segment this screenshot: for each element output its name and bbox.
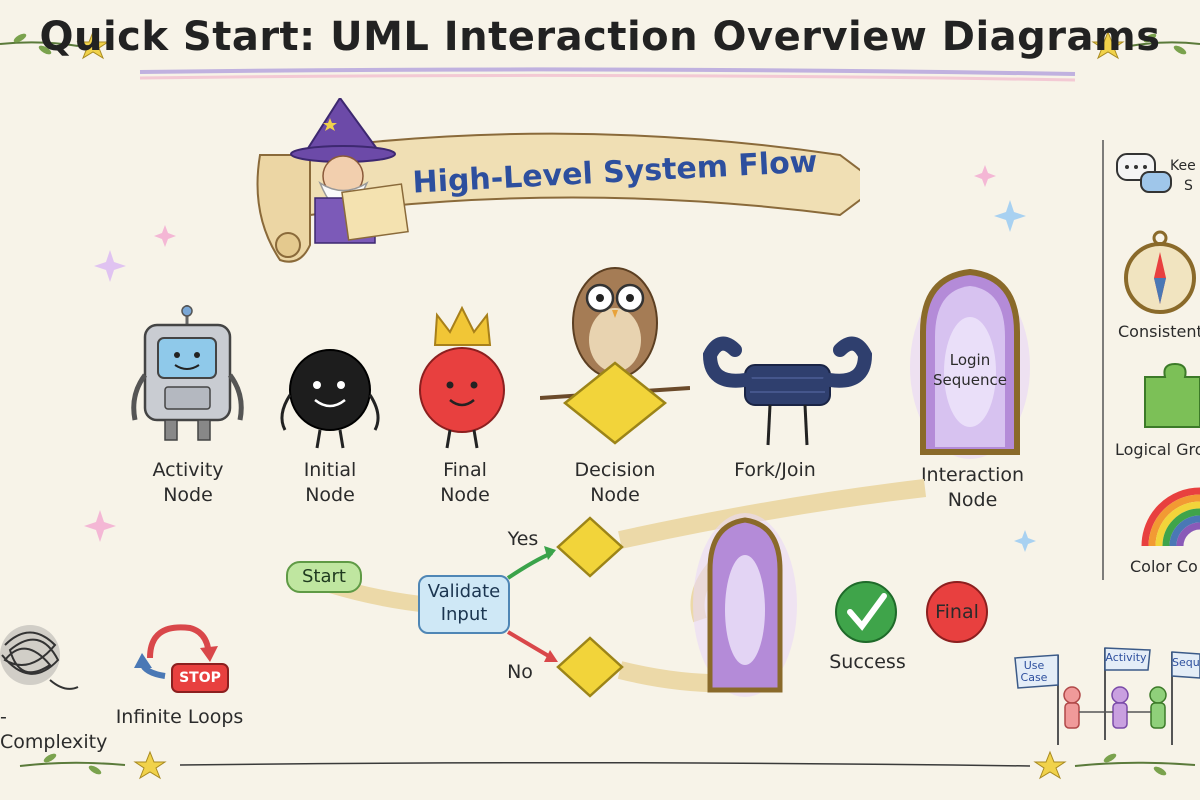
page-title: Quick Start: UML Interaction Overview Di… (39, 14, 1161, 60)
robot-icon (131, 305, 244, 441)
portal-icon (910, 268, 1030, 459)
speech-bubbles-icon (1116, 153, 1172, 193)
wizard-icon (290, 98, 409, 244)
star-icon (76, 30, 110, 60)
flag-sequence-partial: Seque (1172, 657, 1200, 669)
initial-node-icon (280, 349, 380, 449)
flag-figures-icon (1014, 647, 1200, 745)
success-label: Success (829, 651, 906, 673)
yes-label: Yes (507, 528, 539, 550)
no-label: No (507, 661, 533, 683)
banner-scroll (256, 132, 860, 263)
pitfall-complexity: -Complexity (0, 706, 108, 753)
tip-logical-partial: Logical Gro (1115, 440, 1200, 459)
fork-join-icon (702, 336, 873, 446)
tip-keep-partial: Kee (1170, 158, 1196, 174)
decision-yes-diamond (556, 516, 624, 578)
vine-top-right (1129, 33, 1200, 55)
star-icon (133, 750, 167, 780)
puzzle-piece-icon (1144, 362, 1200, 428)
stop-sign-text: STOP (179, 670, 221, 686)
infinite-loop-icon (134, 624, 229, 693)
final-circle (926, 581, 988, 643)
decision-no-diamond (556, 636, 624, 698)
star-icon (1091, 30, 1125, 60)
tangled-yarn-icon (0, 625, 79, 690)
rainbow-icon (1141, 487, 1200, 547)
success-check-icon (835, 581, 897, 643)
star-icon (1033, 750, 1067, 780)
tip-color-partial: Color Co (1130, 557, 1198, 576)
vine-top-left (0, 33, 79, 55)
tip-consistent-partial: Consistent (1118, 322, 1200, 341)
owl-decision-icon (540, 267, 690, 445)
tip-keep-partial-2: S (1184, 178, 1193, 194)
final-label: Final (935, 601, 979, 623)
final-node-icon (419, 305, 505, 449)
label-fork-join: Fork/Join (734, 459, 816, 481)
flag-activity: Activity (1105, 651, 1147, 664)
pitfall-infinite-loops: Infinite Loops (115, 706, 244, 728)
compass-icon (1124, 230, 1196, 314)
start-node: Start (286, 561, 362, 593)
